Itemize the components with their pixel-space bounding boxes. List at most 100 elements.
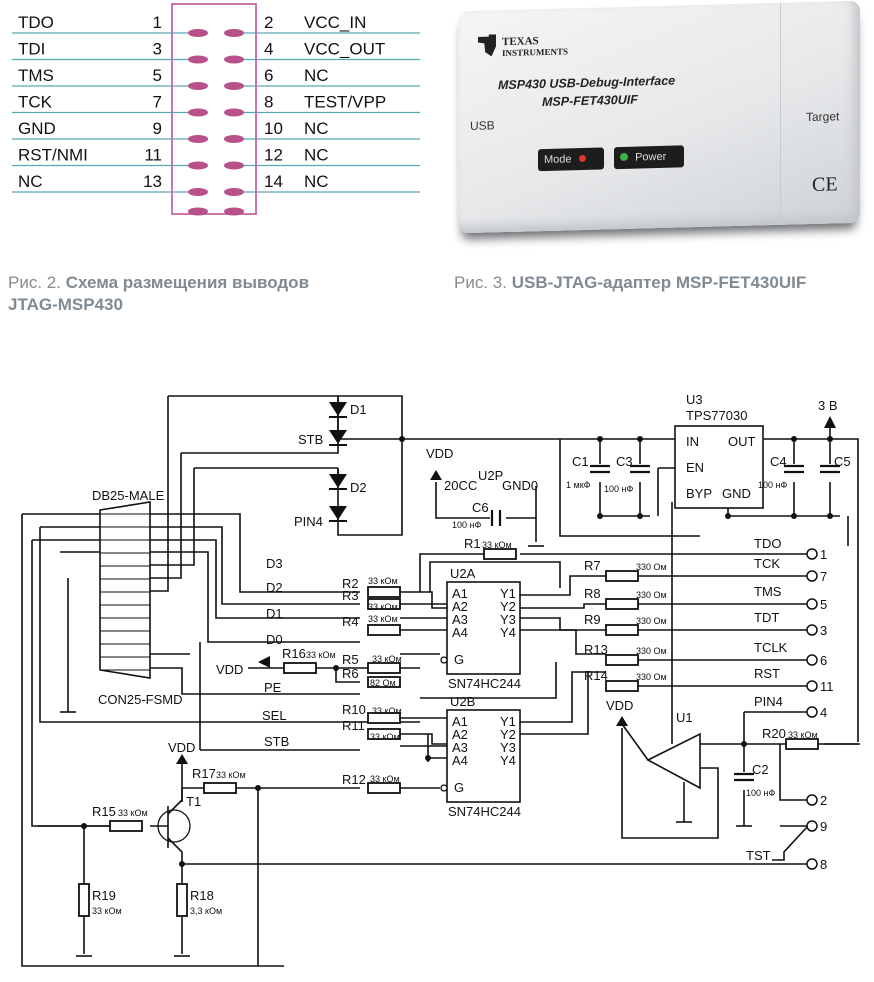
label-u3: U3 xyxy=(686,392,703,407)
label-d1: D1 xyxy=(266,606,283,621)
label-c6-value: 100 нФ xyxy=(452,520,481,530)
label-b-y4: Y4 xyxy=(500,753,516,768)
terminal-number: 1 xyxy=(820,547,827,562)
label-b-a4: A4 xyxy=(452,753,468,768)
label-r8-value: 330 Ом xyxy=(636,590,667,600)
resistor-r3 xyxy=(367,598,401,610)
label-res-value: 33 кОм xyxy=(368,602,398,612)
junction-dot xyxy=(597,436,603,442)
terminal-number: 6 xyxy=(820,653,827,668)
pin-number-left: 1 xyxy=(153,13,162,32)
fig2-prefix: Рис. 2. xyxy=(8,273,61,292)
pin-pad xyxy=(188,82,208,90)
label-a2: A2 xyxy=(452,599,468,614)
label-r9-value: 330 Ом xyxy=(636,616,667,626)
label-signal-tdt: TDT xyxy=(754,610,779,625)
pin-number-left: 11 xyxy=(144,146,162,165)
connector-body xyxy=(171,3,257,215)
label-c4: C4 xyxy=(770,454,787,469)
label-r6: R6 xyxy=(342,666,359,681)
label-r8: R8 xyxy=(584,586,601,601)
label-r18-value: 3,3 кОм xyxy=(190,906,222,916)
terminal-number: 8 xyxy=(820,857,827,872)
pin-pad xyxy=(224,161,244,170)
mode-label: Mode xyxy=(544,153,572,167)
pin-number-right: 10 xyxy=(264,119,283,138)
resistor-r14 xyxy=(605,680,639,692)
label-signal-tck: TCK xyxy=(754,556,780,571)
label-r12: R12 xyxy=(342,772,366,787)
pin-pad xyxy=(224,207,244,216)
pin-name-right: NC xyxy=(304,66,329,85)
terminal xyxy=(806,706,818,718)
pin-number-right: 6 xyxy=(264,66,273,85)
terminal-number: 7 xyxy=(820,569,827,584)
label-r4: R4 xyxy=(342,614,359,629)
label-y2: Y2 xyxy=(500,599,516,614)
label-in: IN xyxy=(686,434,699,449)
label-res-value: 33 кОм xyxy=(368,614,398,624)
pin-name-left: NC xyxy=(18,172,43,191)
label-r16: R16 xyxy=(282,646,306,661)
resistor-r1 xyxy=(483,548,517,560)
mode-led-icon xyxy=(578,154,586,163)
terminal xyxy=(806,570,818,582)
pin-number-left: 3 xyxy=(153,40,162,59)
label-con25: CON25-FSMD xyxy=(98,692,183,707)
label-b-y2: Y2 xyxy=(500,727,516,742)
junction-dot xyxy=(81,823,87,829)
resistor-r20 xyxy=(785,738,819,750)
pin-number-right: 12 xyxy=(264,146,283,165)
pin-pad xyxy=(188,207,208,216)
label-r1: R1 xyxy=(464,536,481,551)
label-r10-value: 33 кОм xyxy=(372,706,402,716)
label-r14: R14 xyxy=(584,668,608,683)
resistor-r16 xyxy=(283,662,317,674)
pin-number-right: 2 xyxy=(264,13,273,32)
label-r5-value: 33 кОм xyxy=(372,654,402,664)
supply-arrow-icon xyxy=(258,656,270,668)
terminal-number: 5 xyxy=(820,597,827,612)
terminal xyxy=(806,624,818,636)
label-d2: D2 xyxy=(350,480,367,495)
label-b-a3: A3 xyxy=(452,740,468,755)
label-r2: R2 xyxy=(342,576,359,591)
terminal-number: 2 xyxy=(820,793,827,808)
pin-pad xyxy=(224,135,244,143)
label-b-y3: Y3 xyxy=(500,740,516,755)
fig3-caption: Рис. 3. USB-JTAG-адаптер MSP-FET430UIF xyxy=(454,272,874,294)
junction-dot xyxy=(827,436,833,442)
label-db25: DB25-MALE xyxy=(92,488,165,503)
pin-name-right: NC xyxy=(304,146,329,165)
label-stb-top: STB xyxy=(298,432,323,447)
fig2-title-line2: JTAG-MSP430 xyxy=(8,295,123,314)
resistor-r18 xyxy=(176,883,188,917)
label-r17-value: 33 кОм xyxy=(216,770,246,780)
resistor-r8 xyxy=(605,598,639,610)
label-vdd-u1: VDD xyxy=(606,698,633,713)
label-pin4-top: PIN4 xyxy=(294,514,323,529)
label-b-a1: A1 xyxy=(452,714,468,729)
label-r19: R19 xyxy=(92,888,116,903)
junction-dot xyxy=(791,513,797,519)
label-u1: U1 xyxy=(676,710,693,725)
label-y4: Y4 xyxy=(500,625,516,640)
label-r5: R5 xyxy=(342,652,359,667)
label-tst: TST xyxy=(746,848,771,863)
ce-mark: CE xyxy=(812,173,838,196)
pin-name-right: TEST/VPP xyxy=(304,93,386,112)
adapter-model: MSP-FET430UIF xyxy=(542,92,638,110)
pin-name-left: TMS xyxy=(18,66,54,85)
pin-name-right: VCC_IN xyxy=(304,13,366,32)
adapter-title: MSP430 USB-Debug-Interface xyxy=(498,73,676,93)
label-r11: R11 xyxy=(342,718,365,733)
label-c3-value: 100 нФ xyxy=(604,484,633,494)
fig3-title: USB-JTAG-адаптер MSP-FET430UIF xyxy=(511,273,807,292)
pin-pad xyxy=(224,82,244,90)
ti-brand-line1: Texas xyxy=(502,35,539,49)
junction-dot xyxy=(179,861,185,867)
ti-logo-icon xyxy=(478,34,496,56)
pin-pad xyxy=(188,55,208,64)
fig2-title: Схема размещения выводов xyxy=(65,273,310,292)
